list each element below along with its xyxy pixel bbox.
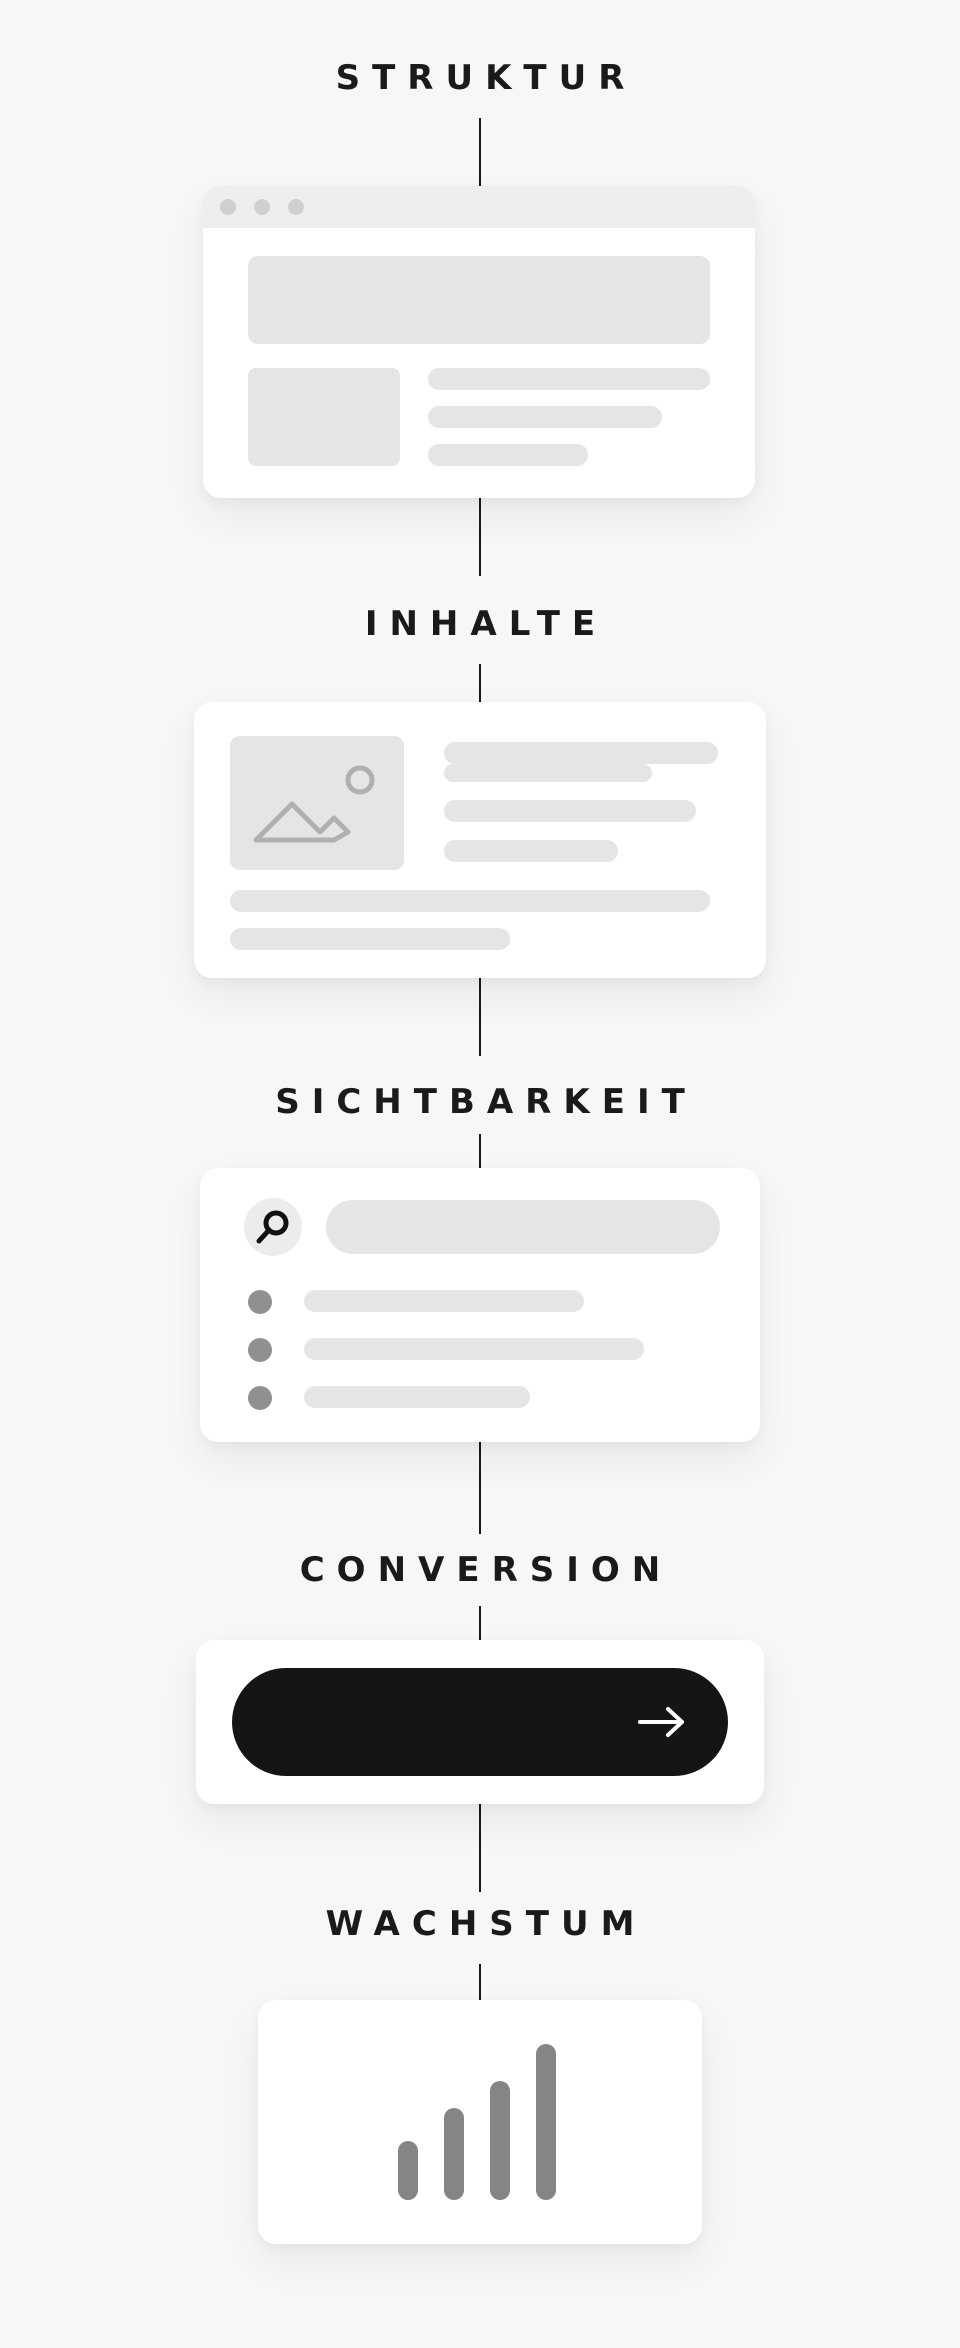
visibility-card — [200, 1168, 760, 1442]
window-dot — [254, 199, 270, 215]
growth-bar — [536, 2044, 556, 2200]
growth-bar — [398, 2141, 418, 2200]
growth-card — [258, 2000, 702, 2244]
cta-button[interactable] — [232, 1668, 728, 1776]
growth-bar-chart — [258, 2000, 702, 2244]
result-bullet — [248, 1338, 272, 1362]
result-bullet — [248, 1290, 272, 1314]
text-line-placeholder — [444, 764, 652, 782]
step-label-wachstum: WACHSTUM — [325, 1904, 647, 1944]
growth-bar — [490, 2081, 510, 2200]
image-placeholder-icon — [253, 765, 375, 843]
connector-line — [479, 1442, 481, 1534]
text-line-placeholder — [444, 840, 618, 862]
connector-line — [479, 1804, 481, 1892]
search-bar-placeholder — [326, 1200, 720, 1254]
search-icon — [256, 1210, 289, 1244]
search-icon-circle — [244, 1198, 302, 1256]
step-label-sichtbarkeit: SICHTBARKEIT — [275, 1082, 697, 1122]
text-line-placeholder — [444, 800, 696, 822]
connector-line — [479, 1964, 481, 2000]
result-line-placeholder — [304, 1386, 530, 1408]
browser-title-bar — [203, 186, 755, 228]
result-bullet — [248, 1386, 272, 1410]
connector-line — [479, 1134, 481, 1168]
step-label-conversion: CONVERSION — [299, 1550, 673, 1590]
connector-line — [479, 978, 481, 1056]
arrow-right-icon — [638, 1707, 684, 1737]
growth-bar — [444, 2108, 464, 2200]
result-line-placeholder — [304, 1338, 644, 1360]
result-line-placeholder — [304, 1290, 584, 1312]
structure-card — [203, 186, 755, 498]
connector-line — [479, 118, 481, 186]
content-card — [194, 702, 766, 978]
window-dot — [288, 199, 304, 215]
image-placeholder-box — [230, 736, 404, 870]
text-line-placeholder — [230, 928, 510, 950]
step-label-struktur: STRUKTUR — [335, 58, 637, 98]
text-line-placeholder — [230, 890, 710, 912]
connector-line — [479, 664, 481, 702]
step-label-inhalte: INHALTE — [364, 604, 608, 644]
text-line-placeholder — [428, 444, 588, 466]
text-line-placeholder — [428, 406, 662, 428]
window-dot — [220, 199, 236, 215]
text-line-placeholder — [428, 368, 710, 390]
hero-placeholder — [248, 256, 710, 344]
conversion-card — [196, 1640, 764, 1804]
text-line-placeholder — [444, 742, 718, 764]
connector-line — [479, 498, 481, 576]
connector-line — [479, 1606, 481, 1640]
image-placeholder — [248, 368, 400, 466]
